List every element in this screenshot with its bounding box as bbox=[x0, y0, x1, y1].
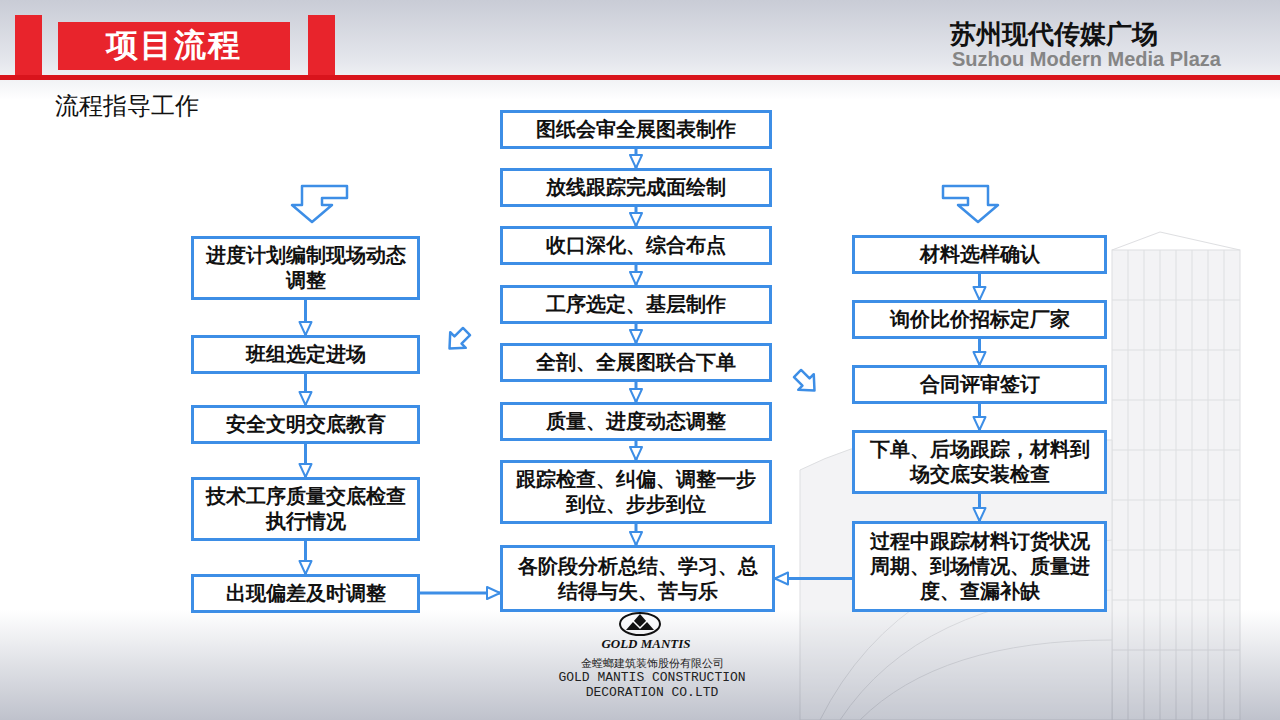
header-block bbox=[15, 15, 42, 75]
building-illustration bbox=[800, 232, 1240, 720]
box-text: 进度计划编制现场动态调整 bbox=[202, 243, 409, 293]
logo-wordmark: GOLD MANTIS bbox=[601, 636, 690, 652]
process-box: 安全文明交底教育 bbox=[191, 405, 420, 444]
flow-arrow bbox=[304, 374, 307, 405]
header-rule bbox=[0, 75, 1280, 80]
flow-arrow bbox=[304, 541, 307, 574]
company-name-english: GOLD MANTIS CONSTRUCTION DECORATION CO.L… bbox=[546, 671, 758, 701]
subtitle: 流程指导工作 bbox=[55, 90, 199, 122]
box-text: 安全文明交底教育 bbox=[226, 412, 386, 437]
project-name-english: Suzhou Modern Media Plaza bbox=[952, 48, 1221, 71]
flow-arrow bbox=[635, 441, 638, 460]
box-text: 材料选样确认 bbox=[920, 242, 1040, 267]
process-box: 合同评审签订 bbox=[852, 365, 1107, 404]
process-box: 放线跟踪完成面绘制 bbox=[500, 168, 772, 207]
box-text: 放线跟踪完成面绘制 bbox=[546, 175, 726, 200]
sky-band bbox=[0, 0, 1280, 100]
flow-arrow bbox=[304, 300, 307, 335]
flow-arrow bbox=[635, 324, 638, 343]
process-box: 跟踪检查、纠偏、调整一步到位、步步到位 bbox=[500, 460, 772, 524]
flow-arrow bbox=[978, 404, 981, 430]
box-text: 工序选定、基层制作 bbox=[546, 292, 726, 317]
page-title: 项目流程 bbox=[58, 22, 290, 70]
process-box: 过程中跟踪材料订货状况周期、到场情况、质量进度、查漏补缺 bbox=[852, 521, 1107, 612]
box-text: 全剖、全展图联合下单 bbox=[536, 350, 736, 375]
box-text: 合同评审签订 bbox=[920, 372, 1040, 397]
box-text: 技术工序质量交底检查执行情况 bbox=[202, 484, 409, 534]
flow-arrow bbox=[635, 265, 638, 285]
box-text: 过程中跟踪材料订货状况周期、到场情况、质量进度、查漏补缺 bbox=[863, 529, 1096, 604]
box-text: 下单、后场跟踪，材料到场交底安装检查 bbox=[863, 437, 1096, 487]
box-text: 图纸会审全展图表制作 bbox=[536, 117, 736, 142]
process-box: 询价比价招标定厂家 bbox=[852, 300, 1107, 339]
flow-arrow bbox=[635, 149, 638, 168]
flow-arrow bbox=[978, 274, 981, 300]
header-block bbox=[308, 15, 335, 75]
process-box: 进度计划编制现场动态调整 bbox=[191, 236, 420, 300]
box-text: 询价比价招标定厂家 bbox=[890, 307, 1070, 332]
process-box: 出现偏差及时调整 bbox=[191, 574, 420, 613]
flow-arrow bbox=[978, 494, 981, 521]
flow-arrow bbox=[775, 577, 852, 580]
process-box: 质量、进度动态调整 bbox=[500, 402, 772, 441]
box-text: 质量、进度动态调整 bbox=[546, 409, 726, 434]
flow-arrow bbox=[978, 339, 981, 365]
company-name: 金螳螂建筑装饰股份有限公司 bbox=[581, 656, 724, 671]
company-emblem bbox=[620, 613, 660, 635]
flow-arrow bbox=[635, 207, 638, 226]
flow-arrow bbox=[420, 592, 500, 595]
process-box: 全剖、全展图联合下单 bbox=[500, 343, 772, 382]
process-box: 下单、后场跟踪，材料到场交底安装检查 bbox=[852, 430, 1107, 494]
project-name: 苏州现代传媒广场 bbox=[950, 17, 1158, 52]
process-box: 工序选定、基层制作 bbox=[500, 285, 772, 324]
process-box: 班组选定进场 bbox=[191, 335, 420, 374]
flow-arrow bbox=[635, 382, 638, 402]
box-text: 出现偏差及时调整 bbox=[226, 581, 386, 606]
flow-arrow bbox=[635, 524, 638, 545]
process-box: 图纸会审全展图表制作 bbox=[500, 110, 772, 149]
box-text: 各阶段分析总结、学习、总结得与失、苦与乐 bbox=[511, 554, 764, 604]
box-text: 跟踪检查、纠偏、调整一步到位、步步到位 bbox=[511, 467, 761, 517]
process-box: 技术工序质量交底检查执行情况 bbox=[191, 477, 420, 541]
box-text: 班组选定进场 bbox=[246, 342, 366, 367]
flow-arrow bbox=[304, 444, 307, 477]
process-box: 材料选样确认 bbox=[852, 235, 1107, 274]
process-box: 各阶段分析总结、学习、总结得与失、苦与乐 bbox=[500, 545, 775, 612]
process-box: 收口深化、综合布点 bbox=[500, 226, 772, 265]
box-text: 收口深化、综合布点 bbox=[546, 233, 726, 258]
